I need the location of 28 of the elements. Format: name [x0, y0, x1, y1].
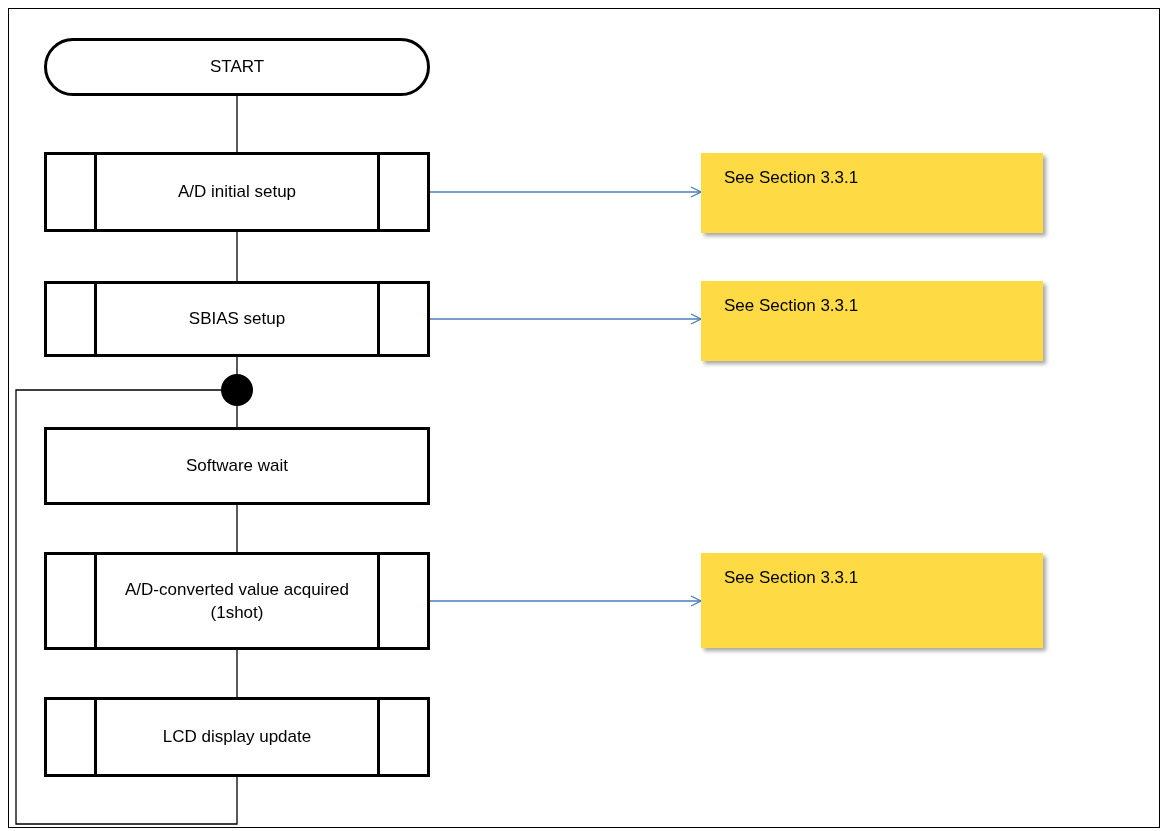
predefined-process-box	[44, 552, 430, 650]
note-box	[701, 553, 1043, 648]
connector-line	[236, 231, 238, 282]
node-label: See Section 3.3.1	[724, 167, 860, 189]
connector-line	[15, 389, 238, 825]
terminator-shape	[44, 38, 430, 96]
node-label: See Section 3.3.1	[724, 567, 860, 589]
note-box	[701, 281, 1043, 361]
node-label: Software wait	[185, 455, 288, 478]
arrow	[429, 595, 702, 607]
node-label: START	[209, 56, 265, 79]
note-box	[701, 153, 1043, 233]
connector-line	[236, 95, 238, 153]
node-label: LCD display update	[162, 726, 312, 749]
connector-line	[236, 405, 238, 428]
connector-line	[236, 356, 238, 375]
predefined-process-box	[44, 152, 430, 232]
connector-line	[236, 504, 238, 553]
connector-line	[236, 649, 238, 698]
predefined-process-box	[44, 281, 430, 357]
arrow	[429, 186, 702, 198]
node-label: SBIAS setup	[188, 308, 286, 331]
node-label: A/D initial setup	[177, 181, 297, 204]
node-label: See Section 3.3.1	[724, 295, 860, 317]
arrow	[429, 313, 702, 325]
predefined-process-box	[44, 697, 430, 777]
process-box	[44, 427, 430, 505]
node-label: A/D-converted value acquired (1shot)	[124, 578, 350, 624]
